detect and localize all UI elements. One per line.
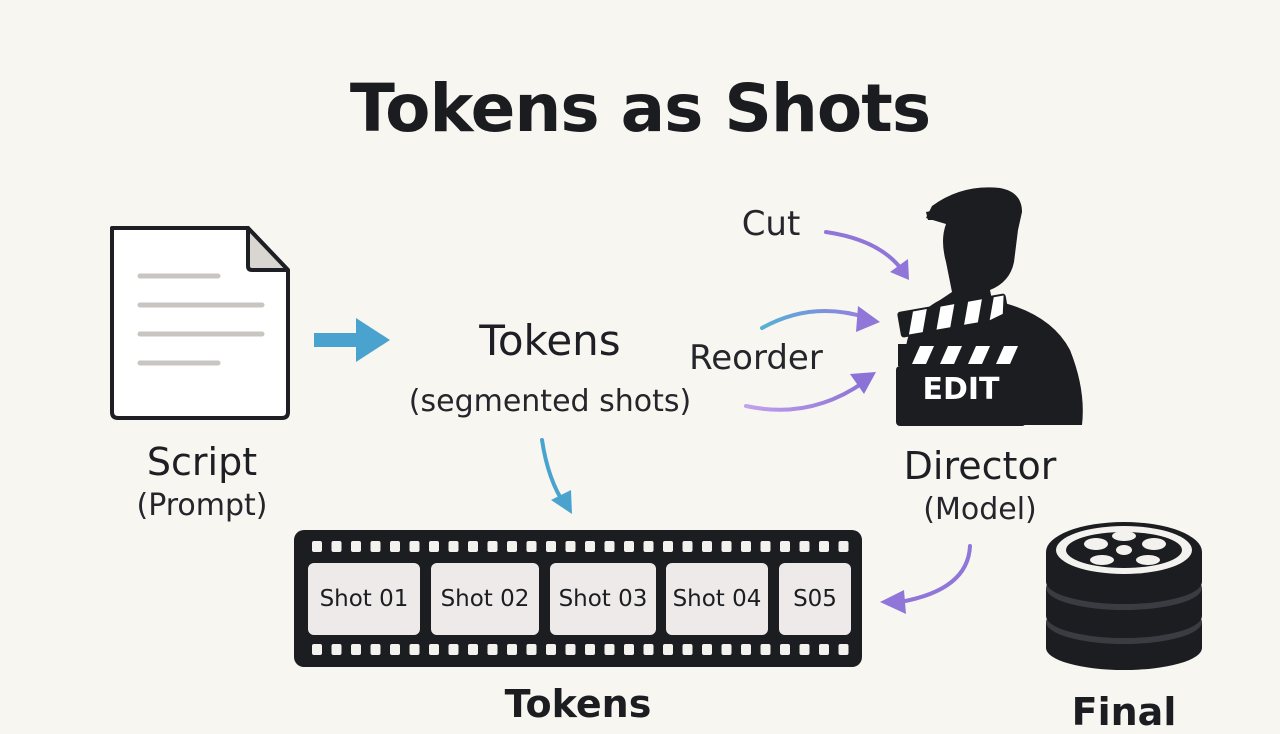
sprocket-hole [468,644,478,655]
sprocket-hole [721,644,732,655]
sprocket-hole [390,541,400,552]
sprocket-hole [409,644,420,655]
sprocket-hole [838,541,849,552]
sprocket-hole [819,541,829,552]
cut-label: Cut [741,204,801,244]
director-to-filmstrip-arrow [880,544,972,614]
sprocket-hole [507,644,517,655]
filmstrip-frame: Shot 01 [308,563,420,635]
sprocket-hole [741,644,751,655]
sprocket-hole [526,541,537,552]
cut-arrow [824,230,909,280]
sprocket-hole [721,541,732,552]
sprocket-hole [331,644,342,655]
director-sublabel: (Model) [923,492,1037,527]
sprocket-hole [507,541,517,552]
clapboard-icon [896,293,1026,426]
sprocket-hole [643,644,654,655]
sprocket-hole [565,541,576,552]
sprocket-hole [526,644,537,655]
sprocket-hole [390,644,400,655]
script-label: Script [146,440,258,484]
sprocket-hole [780,644,790,655]
reorder-arrow-bottom [744,372,876,412]
sprocket-hole [351,541,361,552]
sprocket-hole [624,541,634,552]
tokens-to-filmstrip-arrow [540,438,572,514]
document-icon [110,226,290,420]
sprocket-hole [663,541,673,552]
sprocket-hole [604,644,615,655]
filmstrip-label: Tokens [504,682,652,726]
film-reel-icon [1046,522,1202,670]
sprocket-hole [331,541,342,552]
sprocket-hole [487,541,498,552]
sprocket-hole [546,644,556,655]
reorder-label: Reorder [689,338,823,378]
sprocket-hole [312,644,322,655]
sprocket-hole [702,541,712,552]
sprocket-hole [487,644,498,655]
sprocket-hole [780,541,790,552]
tokens-sublabel: (segmented shots) [408,384,692,419]
sprocket-hole [604,541,615,552]
sprocket-hole [370,541,381,552]
filmstrip-frame: Shot 02 [431,563,539,635]
sprocket-hole [429,644,439,655]
sprocket-hole [448,541,459,552]
reorder-arrow-top [760,306,880,332]
arrow-right-icon [314,318,390,362]
sprocket-hole [702,644,712,655]
sprocket-hole [643,541,654,552]
sprocket-hole [741,541,751,552]
script-sublabel: (Prompt) [136,488,268,523]
sprocket-hole [760,541,771,552]
sprocket-hole [799,541,810,552]
page-title: Tokens as Shots [349,70,931,147]
sprocket-hole [819,644,829,655]
tokens-label: Tokens [479,316,621,365]
filmstrip-frame: Shot 03 [550,563,656,635]
sprocket-hole [663,644,673,655]
sprocket-hole [409,541,420,552]
director-label: Director [903,444,1057,488]
sprocket-hole [682,541,693,552]
sprocket-hole [468,541,478,552]
sprocket-hole [585,644,595,655]
sprocket-hole [799,644,810,655]
clapboard-label: EDIT [922,372,1000,407]
filmstrip-frame: S05 [779,563,851,635]
sprocket-hole [351,644,361,655]
sprocket-hole [546,541,556,552]
sprocket-hole [585,541,595,552]
sprocket-hole [429,541,439,552]
final-label: Final [1071,690,1177,734]
sprocket-hole [682,644,693,655]
sprocket-hole [370,644,381,655]
sprocket-hole [448,644,459,655]
sprocket-hole [565,644,576,655]
sprocket-hole [760,644,771,655]
filmstrip-frame: Shot 04 [666,563,768,635]
sprocket-hole [624,644,634,655]
sprocket-hole [312,541,322,552]
sprocket-hole [838,644,849,655]
